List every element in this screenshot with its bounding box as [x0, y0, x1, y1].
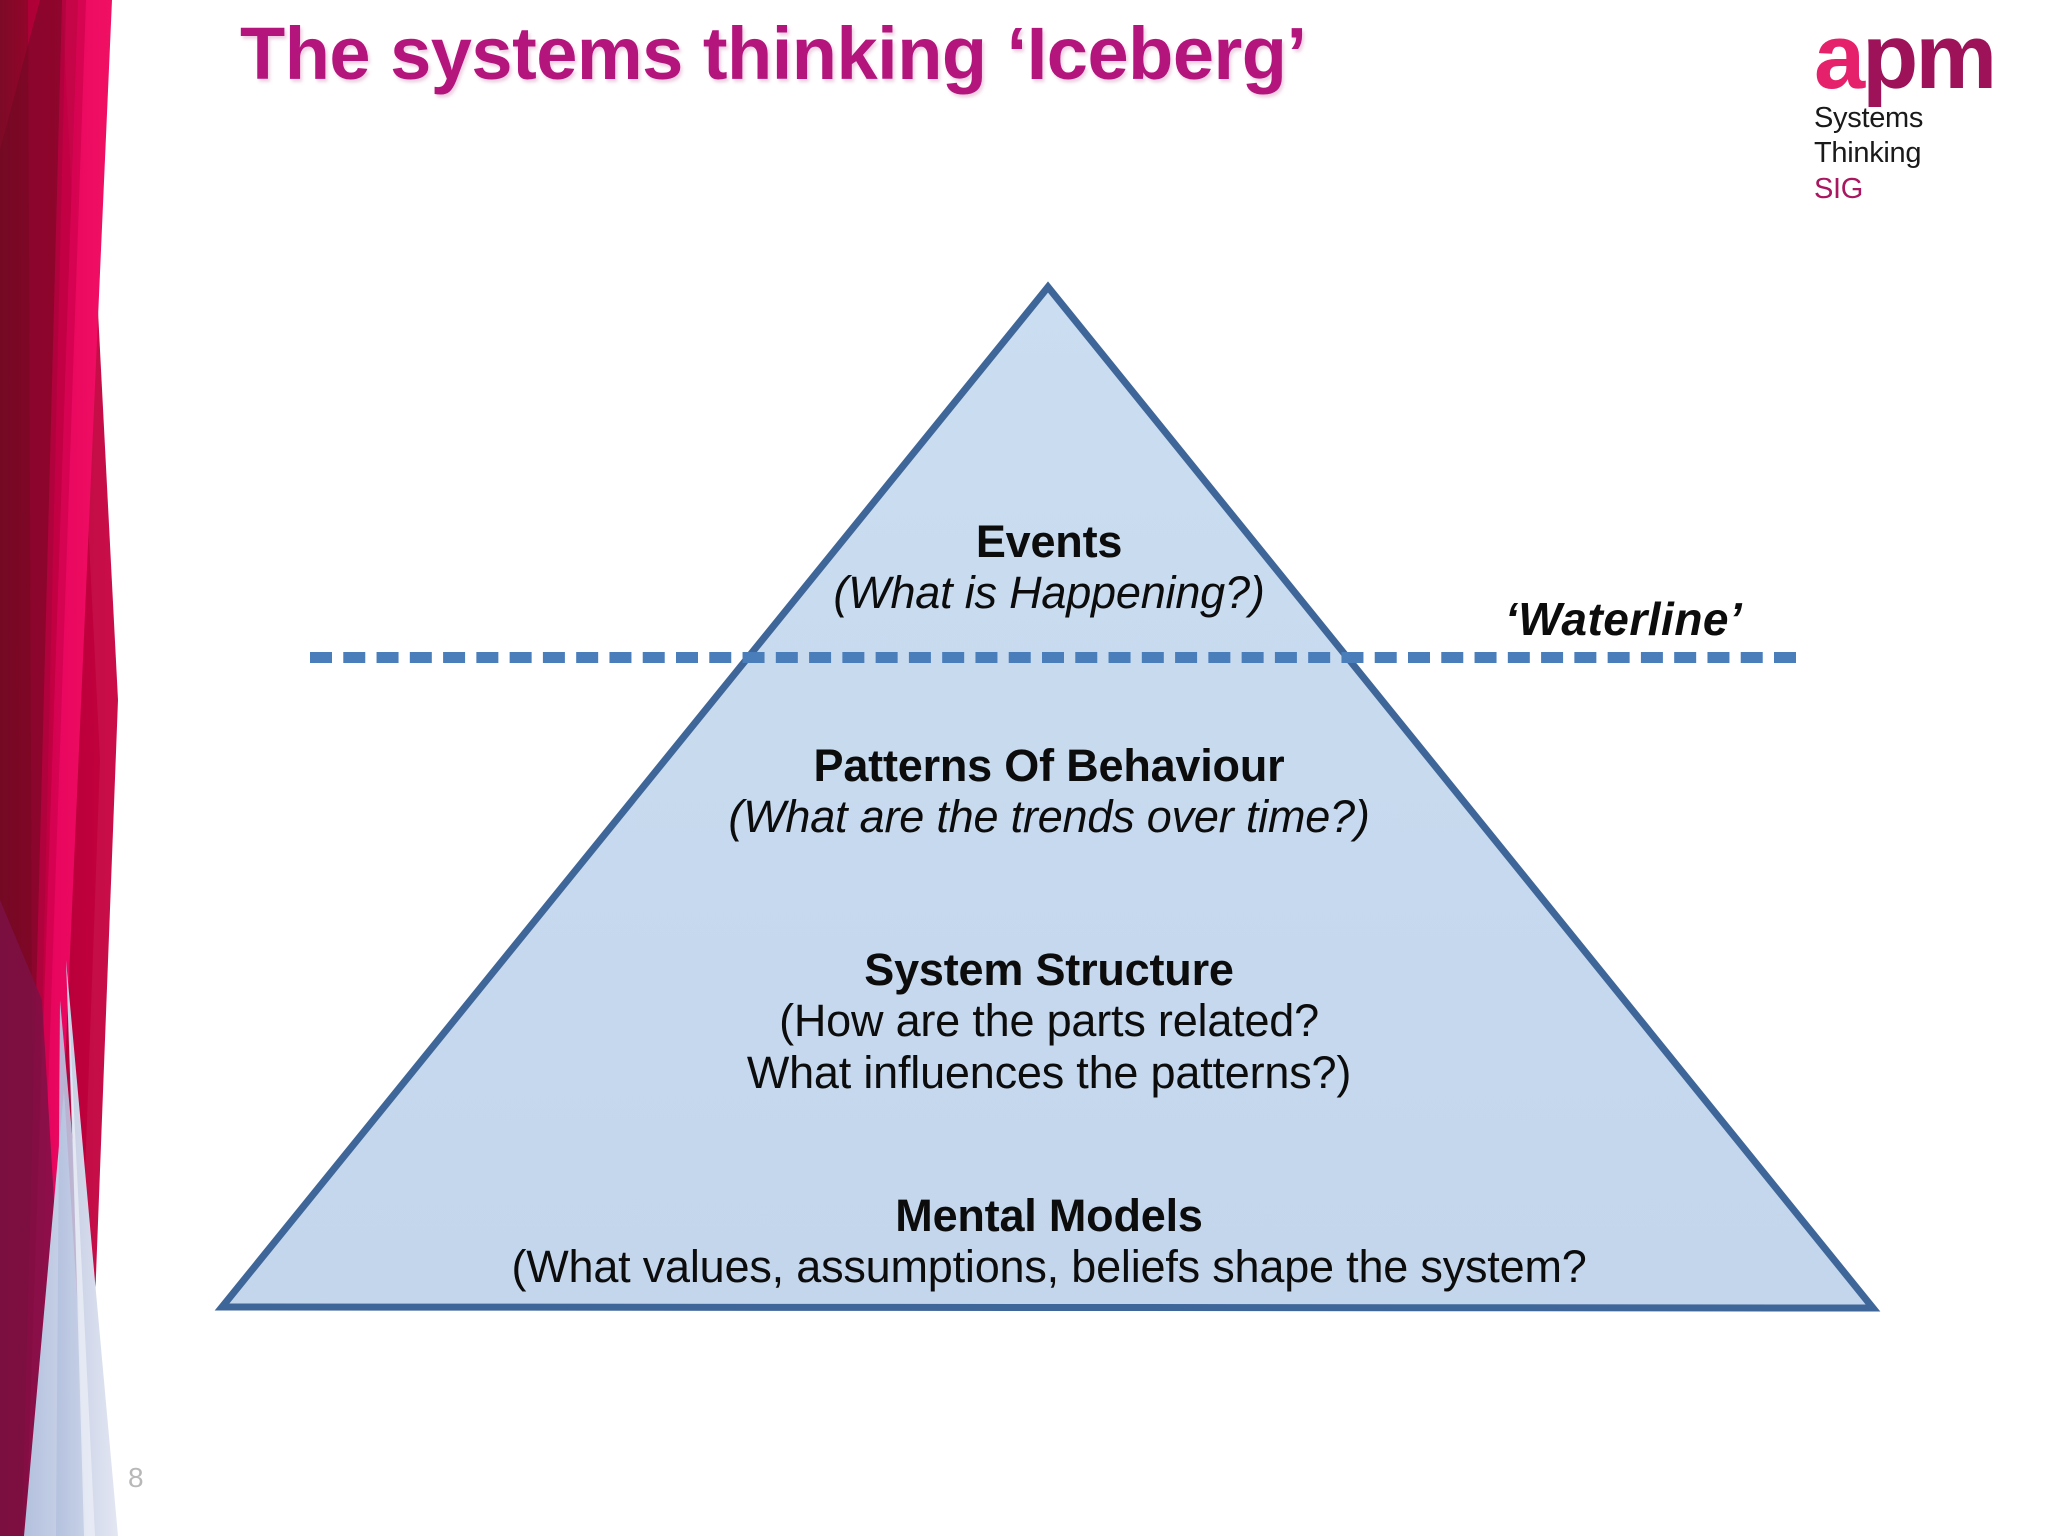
level-patterns-of-behaviour: Patterns Of Behaviour (What are the tren… [564, 740, 1534, 843]
level-patterns-subline-1: (What are the trends over time?) [728, 791, 1370, 843]
level-structure-subline-2: What influences the patterns?) [746, 1046, 1352, 1098]
apm-letter-a: a [1814, 6, 1865, 108]
decorative-ribbons [0, 0, 200, 1536]
level-system-structure: System Structure (How are the parts rela… [524, 944, 1574, 1098]
level-structure-heading: System Structure [864, 944, 1234, 995]
waterline-label: ‘Waterline’ [1505, 593, 1743, 645]
apm-wordmark: apm [1814, 11, 2024, 103]
level-events-heading: Events [975, 516, 1123, 567]
logo-line-sig: SIG [1814, 172, 1864, 205]
logo-line-thinking: Thinking [1814, 137, 1922, 170]
level-events: Events (What is Happening?) [624, 516, 1474, 619]
page-title: The systems thinking ‘Iceberg’ [240, 12, 1307, 95]
level-events-subline-1: (What is Happening?) [833, 567, 1265, 619]
level-structure-subline-1: (How are the parts related? [779, 995, 1319, 1047]
level-mental-heading: Mental Models [895, 1190, 1203, 1241]
level-mental-models: Mental Models (What values, assumptions,… [404, 1190, 1694, 1293]
apm-letters-pm: pm [1862, 6, 1997, 108]
logo-line-systems: Systems [1814, 102, 1924, 135]
level-patterns-heading: Patterns Of Behaviour [813, 740, 1285, 791]
waterline-dashed-line [310, 652, 1796, 663]
page-number: 8 [128, 1462, 144, 1493]
apm-logo: apm Systems Thinking SIG [1814, 11, 2024, 207]
level-mental-subline-1: (What values, assumptions, beliefs shape… [511, 1241, 1587, 1293]
